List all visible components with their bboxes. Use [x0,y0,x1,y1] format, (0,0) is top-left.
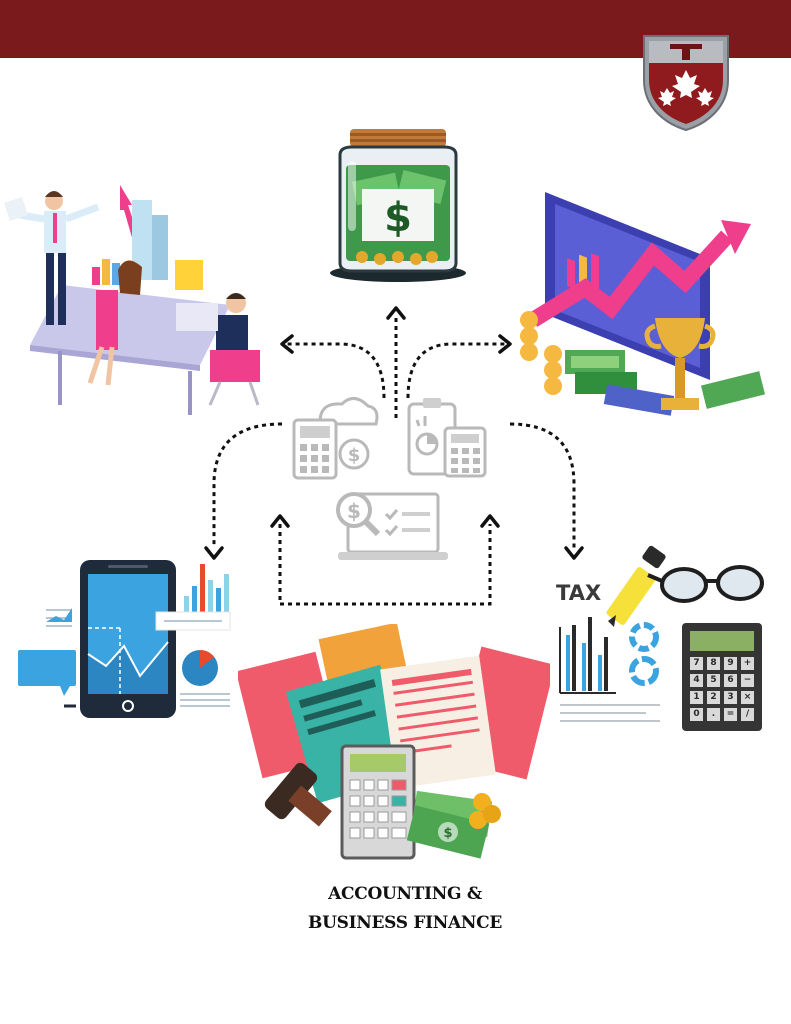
calc-key: / [741,708,754,721]
calc-key: 4 [690,674,703,687]
svg-text:$: $ [348,445,361,466]
calc-key: 6 [724,674,737,687]
calc-key: 9 [724,657,737,670]
documents-calculator-stamp-money-illustration: $ [238,624,550,860]
caption: ACCOUNTING & BUSINESS FINANCE [240,880,570,938]
calc-key: 2 [707,691,720,704]
calc-key: 7 [690,657,703,670]
team-meeting-chart-illustration [4,185,260,415]
svg-text:$: $ [347,499,361,523]
clipboard-calculator-icon [407,398,487,478]
caption-line-1: ACCOUNTING & [328,884,482,904]
monitor-growth-trophy-illustration [520,192,766,416]
calc-key: + [741,657,754,670]
calc-key: 3 [724,691,737,704]
tax-graphics [559,545,764,731]
svg-text:$: $ [384,195,412,241]
calc-key: × [741,691,754,704]
calculator-keypad: 7 8 9 + 4 5 6 − 1 2 3 × 0 . = / [690,657,754,721]
tax-label: TAX [556,581,602,605]
tax-tools-illustration: TAX 7 8 9 + 4 5 6 − 1 2 3 × 0 . = / [556,545,771,735]
calc-key: = [724,708,737,721]
laptop-magnifier-checklist-icon: $ [336,492,448,560]
cloud-calculator-icon: $ [292,397,379,480]
calc-key: . [707,708,720,721]
calc-key: 0 [690,708,703,721]
svg-text:$: $ [443,826,452,841]
caption-line-2: BUSINESS FINANCE [308,913,502,933]
calc-key: 5 [707,674,720,687]
calc-key: − [741,674,754,687]
phone-analytics-illustration [18,560,231,718]
calc-key: 1 [690,691,703,704]
money-jar-illustration: $ [330,129,466,282]
maple-leaf-shield-icon [643,35,729,132]
calc-key: 8 [707,657,720,670]
